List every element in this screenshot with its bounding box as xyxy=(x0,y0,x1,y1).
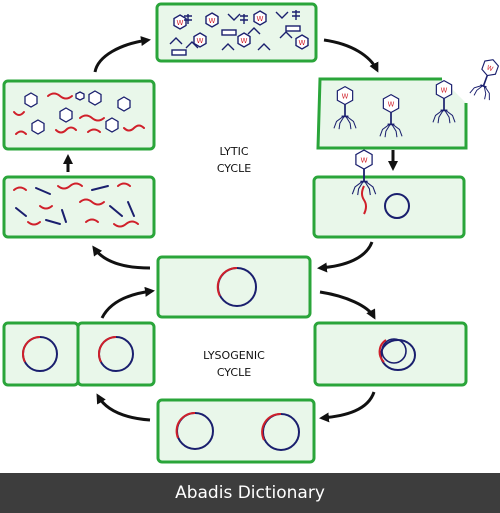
lysogenic-label-line-2: CYCLE xyxy=(216,366,252,379)
footer-watermark: Abadis Dictionary xyxy=(0,473,500,513)
arrow-assembly-to-lysis xyxy=(323,38,379,73)
lysogenic-label-line-1: LYSOGENIC xyxy=(203,349,265,362)
released-dna xyxy=(13,92,145,135)
svg-text:W: W xyxy=(209,17,216,25)
svg-text:W: W xyxy=(257,15,264,23)
prophage-chromosome-left xyxy=(22,336,58,372)
lytic-lysogenic-diagram: W W W W W W W xyxy=(2,2,500,464)
cycle-arrows xyxy=(63,36,398,423)
svg-text:W: W xyxy=(299,39,306,47)
recombining-chromosome xyxy=(378,338,416,371)
arrow-integration-to-recombination xyxy=(319,290,376,320)
released-phage-heads xyxy=(24,90,131,135)
cell-integration xyxy=(156,255,312,319)
svg-text:W: W xyxy=(197,37,204,45)
host-chromosome xyxy=(384,193,410,219)
arrow-integration-to-replication xyxy=(92,245,151,270)
svg-text:W: W xyxy=(177,19,184,27)
injected-dna xyxy=(361,185,367,215)
lytic-label-line-2: CYCLE xyxy=(216,162,252,175)
cell-released-phages xyxy=(2,79,156,151)
cell-prophage-right xyxy=(76,321,156,387)
integrated-chromosome xyxy=(216,266,257,307)
arrow-released-to-assembly xyxy=(93,36,151,73)
footer-text: Abadis Dictionary xyxy=(175,483,325,503)
prophage-chromosome-right xyxy=(98,336,134,372)
arrow-division-to-prophage xyxy=(96,393,151,422)
cell-prophage-left xyxy=(2,321,80,387)
divided-chromosome-left xyxy=(175,411,214,450)
arrow-recombination-to-division xyxy=(319,391,376,423)
phage-parts: W W W W W W xyxy=(169,10,309,56)
cell-lysis xyxy=(316,77,468,150)
cell-injection xyxy=(312,175,466,239)
divided-chromosome-right xyxy=(261,412,300,451)
cell-replication xyxy=(2,175,156,239)
lysogenic-cycle-label: LYSOGENIC CYCLE xyxy=(174,347,294,381)
lytic-label-line-1: LYTIC xyxy=(219,145,249,158)
replicated-dna xyxy=(13,182,139,228)
lytic-cycle-label: LYTIC CYCLE xyxy=(174,143,294,177)
phage-escaping xyxy=(468,55,500,102)
arrow-prophage-to-integration xyxy=(100,286,155,319)
svg-text:W: W xyxy=(241,37,248,45)
arrow-injection-to-integration xyxy=(317,241,374,273)
cell-division xyxy=(156,398,316,464)
cell-recombination xyxy=(313,321,468,387)
